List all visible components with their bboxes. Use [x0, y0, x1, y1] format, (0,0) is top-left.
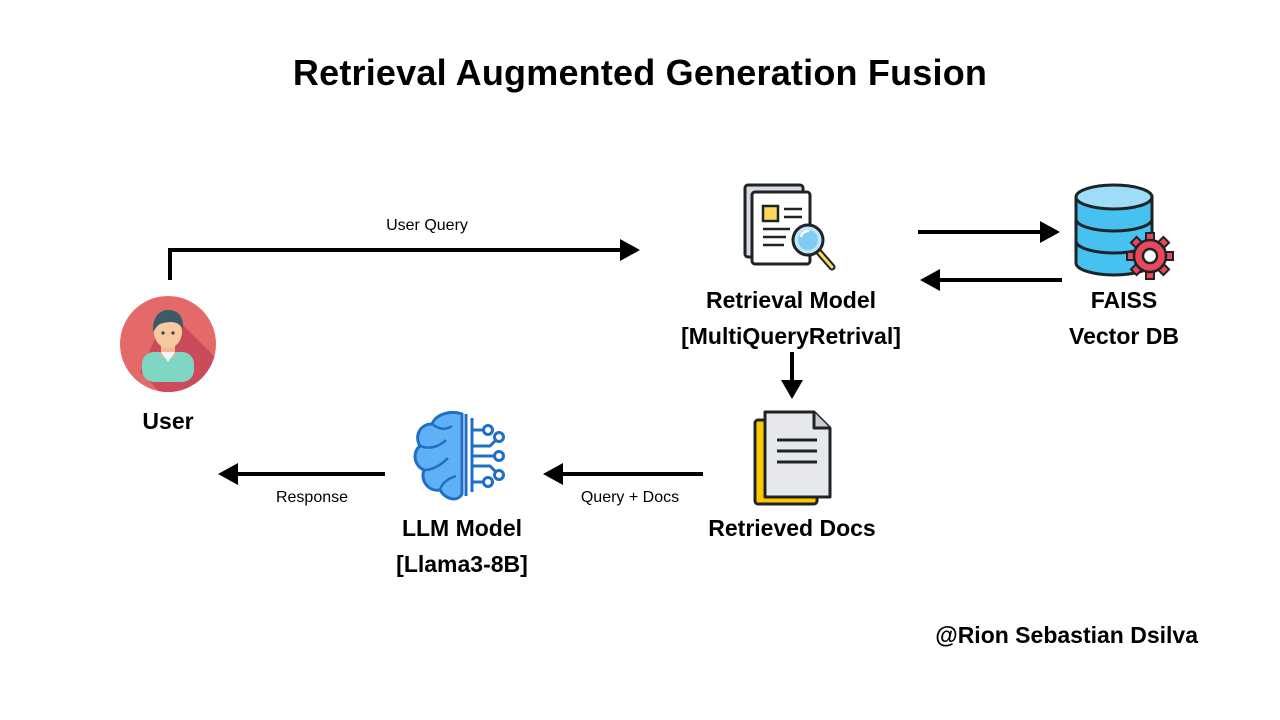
document-search-icon	[743, 183, 836, 271]
documents-icon	[753, 410, 832, 506]
user-avatar-icon	[120, 296, 216, 392]
edge-label-user-query: User Query	[386, 217, 468, 234]
author-credit: @Rion Sebastian Dsilva	[935, 622, 1198, 648]
edge-label-query-docs: Query + Docs	[580, 489, 680, 506]
diagram-title: Retrieval Augmented Generation Fusion	[292, 52, 988, 93]
edge-llm-to-user	[218, 463, 385, 485]
edge-docs-to-llm	[543, 463, 703, 485]
edge-retrieval-to-docs	[781, 352, 803, 399]
edge-user-to-retrieval	[168, 239, 640, 280]
vector-db-title: FAISS	[1090, 287, 1158, 313]
node-label-retrieval-model: Retrieval Model [MultiQueryRetrival]	[641, 282, 941, 354]
retrieved-docs-label: Retrieved Docs	[708, 515, 876, 541]
node-label-vector-db: FAISS Vector DB	[1034, 282, 1214, 354]
node-label-llm-model: LLM Model [Llama3-8B]	[347, 510, 577, 582]
llm-model-subtitle: [Llama3-8B]	[396, 551, 528, 577]
edge-vectordb-to-retrieval	[920, 269, 1062, 291]
database-gear-icon	[1074, 183, 1174, 280]
edge-label-response: Response	[275, 489, 349, 506]
llm-model-title: LLM Model	[401, 515, 523, 541]
retrieval-model-title: Retrieval Model	[706, 287, 876, 313]
node-label-user: User	[98, 403, 238, 439]
vector-db-subtitle: Vector DB	[1069, 323, 1179, 349]
user-label: User	[142, 408, 194, 434]
edge-retrieval-to-vectordb	[918, 221, 1060, 243]
node-label-retrieved-docs: Retrieved Docs	[662, 510, 922, 546]
ai-brain-icon	[413, 410, 505, 501]
retrieval-model-subtitle: [MultiQueryRetrival]	[681, 323, 901, 349]
